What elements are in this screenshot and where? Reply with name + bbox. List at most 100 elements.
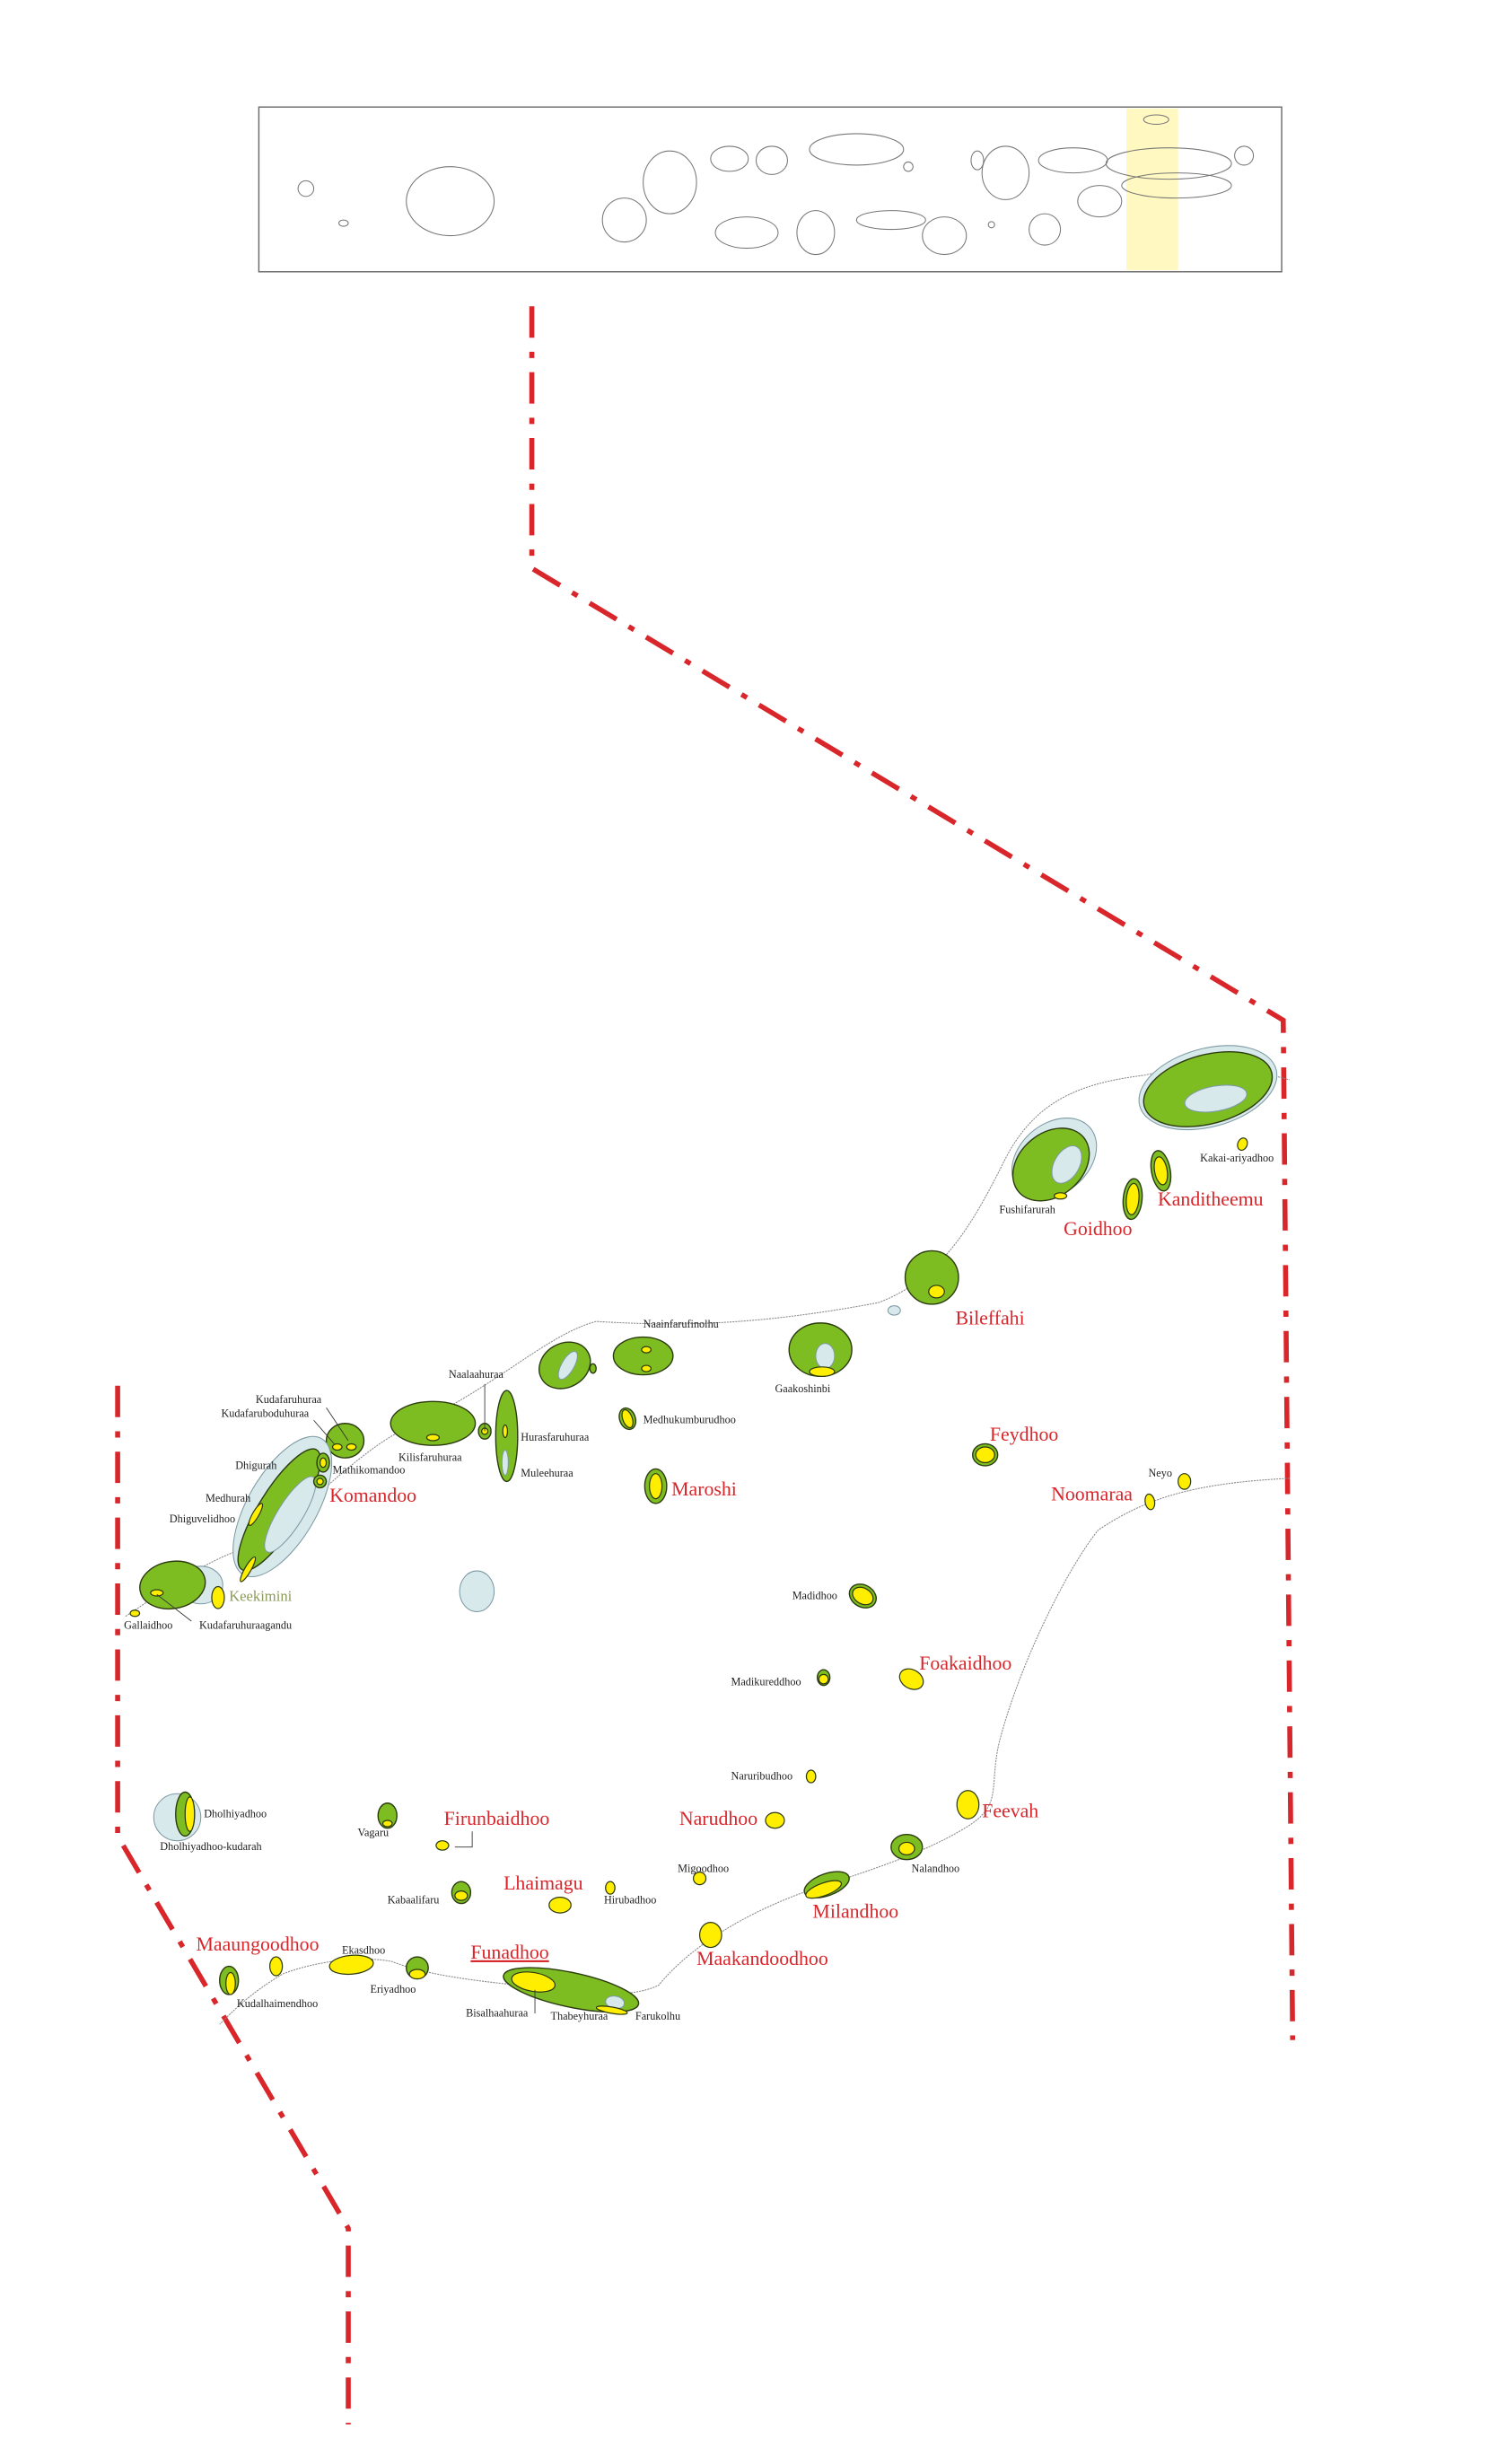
reef-lagoon-shape (557, 1351, 578, 1381)
sand-shape (435, 1840, 450, 1851)
island-label-dhiguvelidhoo: Dhiguvelidhoo (170, 1513, 235, 1525)
island-label-thabeyhuraa: Thabeyhuraa (551, 2010, 609, 2022)
sand-shape (605, 1881, 616, 1895)
sand-shape (328, 1954, 374, 1976)
inset-island-outline (855, 210, 926, 231)
inset-island-outline (1121, 172, 1232, 199)
inset-overview-map (258, 106, 1283, 273)
sand-shape (184, 1796, 196, 1832)
island-label-fushifarurah: Fushifarurah (999, 1204, 1055, 1216)
sand-shape (641, 1346, 652, 1354)
sand-shape (316, 1478, 324, 1486)
sand-shape (511, 1971, 556, 1993)
sand-shape (928, 1285, 945, 1299)
island-label-hurasfaruhuraa: Hurasfaruhuraa (521, 1431, 590, 1443)
sand-shape (502, 1424, 509, 1439)
island-label-keekimini: Keekimini (229, 1587, 292, 1604)
inset-island-outline (1143, 114, 1169, 125)
inset-frame (258, 106, 1283, 273)
inset-island-outline (903, 161, 914, 172)
island-label-medhukumburudhoo: Medhukumburudhoo (644, 1414, 736, 1426)
sand-shape (225, 1971, 236, 1995)
inset-island-outline (809, 133, 905, 166)
reef-edge-north (125, 1066, 1290, 1618)
island-label-mathikomandoo: Mathikomandoo (333, 1464, 406, 1477)
island-label-bileffahi: Bileffahi (955, 1308, 1024, 1329)
boundary-line-east (529, 306, 1296, 2040)
inset-island-outline (755, 145, 788, 175)
sand-shape (346, 1442, 357, 1451)
island-label-lhaimagu: Lhaimagu (503, 1872, 583, 1894)
island-label-feydhoo: Feydhoo (990, 1424, 1058, 1445)
reef-lagoon-shape (815, 1343, 836, 1370)
island-label-maaungoodhoo: Maaungoodhoo (196, 1933, 319, 1955)
island-label-kabaalifaru: Kabaalifaru (388, 1894, 440, 1907)
inset-island-outline (987, 221, 995, 229)
island-label-maakandoodhoo: Maakandoodhoo (696, 1948, 828, 1969)
sand-shape (331, 1442, 343, 1451)
inset-island-outline (796, 210, 836, 256)
sand-shape (956, 1790, 980, 1820)
vegetation-shape (325, 1423, 365, 1459)
reef-lagoon-shape (501, 1449, 509, 1476)
inset-island-outline (714, 216, 779, 250)
island-label-gallaidhoo: Gallaidhoo (124, 1619, 172, 1632)
island-label-kudafaruhuraagandu: Kudafaruhuraagandu (199, 1619, 292, 1632)
vegetation-shape (589, 1363, 597, 1374)
island-label-naalaahuraa: Naalaahuraa (449, 1368, 504, 1381)
sand-shape (595, 2005, 628, 2015)
island-label-kudafaruboduhuraa: Kudafaruboduhuraa (221, 1407, 309, 1420)
sand-shape (852, 1586, 874, 1606)
sand-shape (1125, 1182, 1140, 1215)
inset-island-outline (1029, 213, 1062, 246)
island-label-feevah: Feevah (982, 1800, 1038, 1821)
sand-shape (649, 1473, 663, 1500)
reef-lagoon-shape (1051, 1144, 1082, 1184)
island-label-milandhoo: Milandhoo (812, 1900, 898, 1922)
sand-shape (898, 1668, 924, 1690)
reef-lagoon-shape (887, 1305, 901, 1316)
island-label-foakaidhoo: Foakaidhoo (919, 1653, 1011, 1674)
vegetation-shape (390, 1400, 477, 1446)
island-label-noomaraa: Noomaraa (1051, 1483, 1133, 1504)
island-label-kudalhaimendhoo: Kudalhaimendhoo (237, 1997, 318, 2010)
sand-shape (805, 1769, 817, 1784)
island-label-narudhoo: Narudhoo (679, 1808, 757, 1829)
sand-shape (698, 1921, 722, 1949)
island-label-kilisfaruhuraa: Kilisfaruhuraa (398, 1451, 462, 1464)
island-label-funadhoo: Funadhoo (470, 1942, 548, 1963)
island-label-dholhiyadhoo-kudarah: Dholhiyadhoo-kudarah (160, 1840, 261, 1853)
inset-island-outline (1077, 185, 1123, 218)
sand-shape (150, 1589, 164, 1597)
island-label-eriyadhoo: Eriyadhoo (371, 1983, 416, 1995)
inset-island-outline (643, 150, 697, 215)
sand-shape (381, 1820, 393, 1828)
sand-shape (897, 1841, 915, 1856)
vegetation-shape (139, 1560, 206, 1610)
sand-shape (129, 1609, 141, 1618)
island-label-goidhoo: Goidhoo (1064, 1218, 1132, 1240)
inset-island-outline (970, 150, 985, 171)
island-label-gaakoshinbi: Gaakoshinbi (775, 1382, 830, 1395)
island-label-medhurah: Medhurah (206, 1492, 250, 1504)
vegetation-shape (904, 1250, 959, 1305)
leader-lines (156, 1384, 536, 2013)
inset-island-outline (406, 166, 495, 237)
island-label-naruribudhoo: Naruribudhoo (731, 1770, 793, 1783)
sand-shape (248, 1503, 264, 1526)
island-label-firunbaidhoo: Firunbaidhoo (444, 1808, 550, 1829)
island-label-madidhoo: Madidhoo (792, 1590, 837, 1602)
sand-shape (211, 1585, 225, 1609)
sand-shape (240, 1556, 257, 1583)
sand-shape (1237, 1137, 1248, 1152)
island-label-kanditheemu: Kanditheemu (1158, 1188, 1264, 1210)
sand-shape (641, 1364, 652, 1372)
sand-shape (454, 1890, 468, 1901)
reef-lagoon-shape (459, 1570, 495, 1613)
inset-island-outline (338, 219, 349, 227)
island-label-farukolhu: Farukolhu (635, 2010, 680, 2022)
reef-edge-south (219, 1478, 1290, 2025)
vegetation-shape (612, 1336, 674, 1376)
island-label-nalandhoo: Nalandhoo (912, 1863, 960, 1875)
